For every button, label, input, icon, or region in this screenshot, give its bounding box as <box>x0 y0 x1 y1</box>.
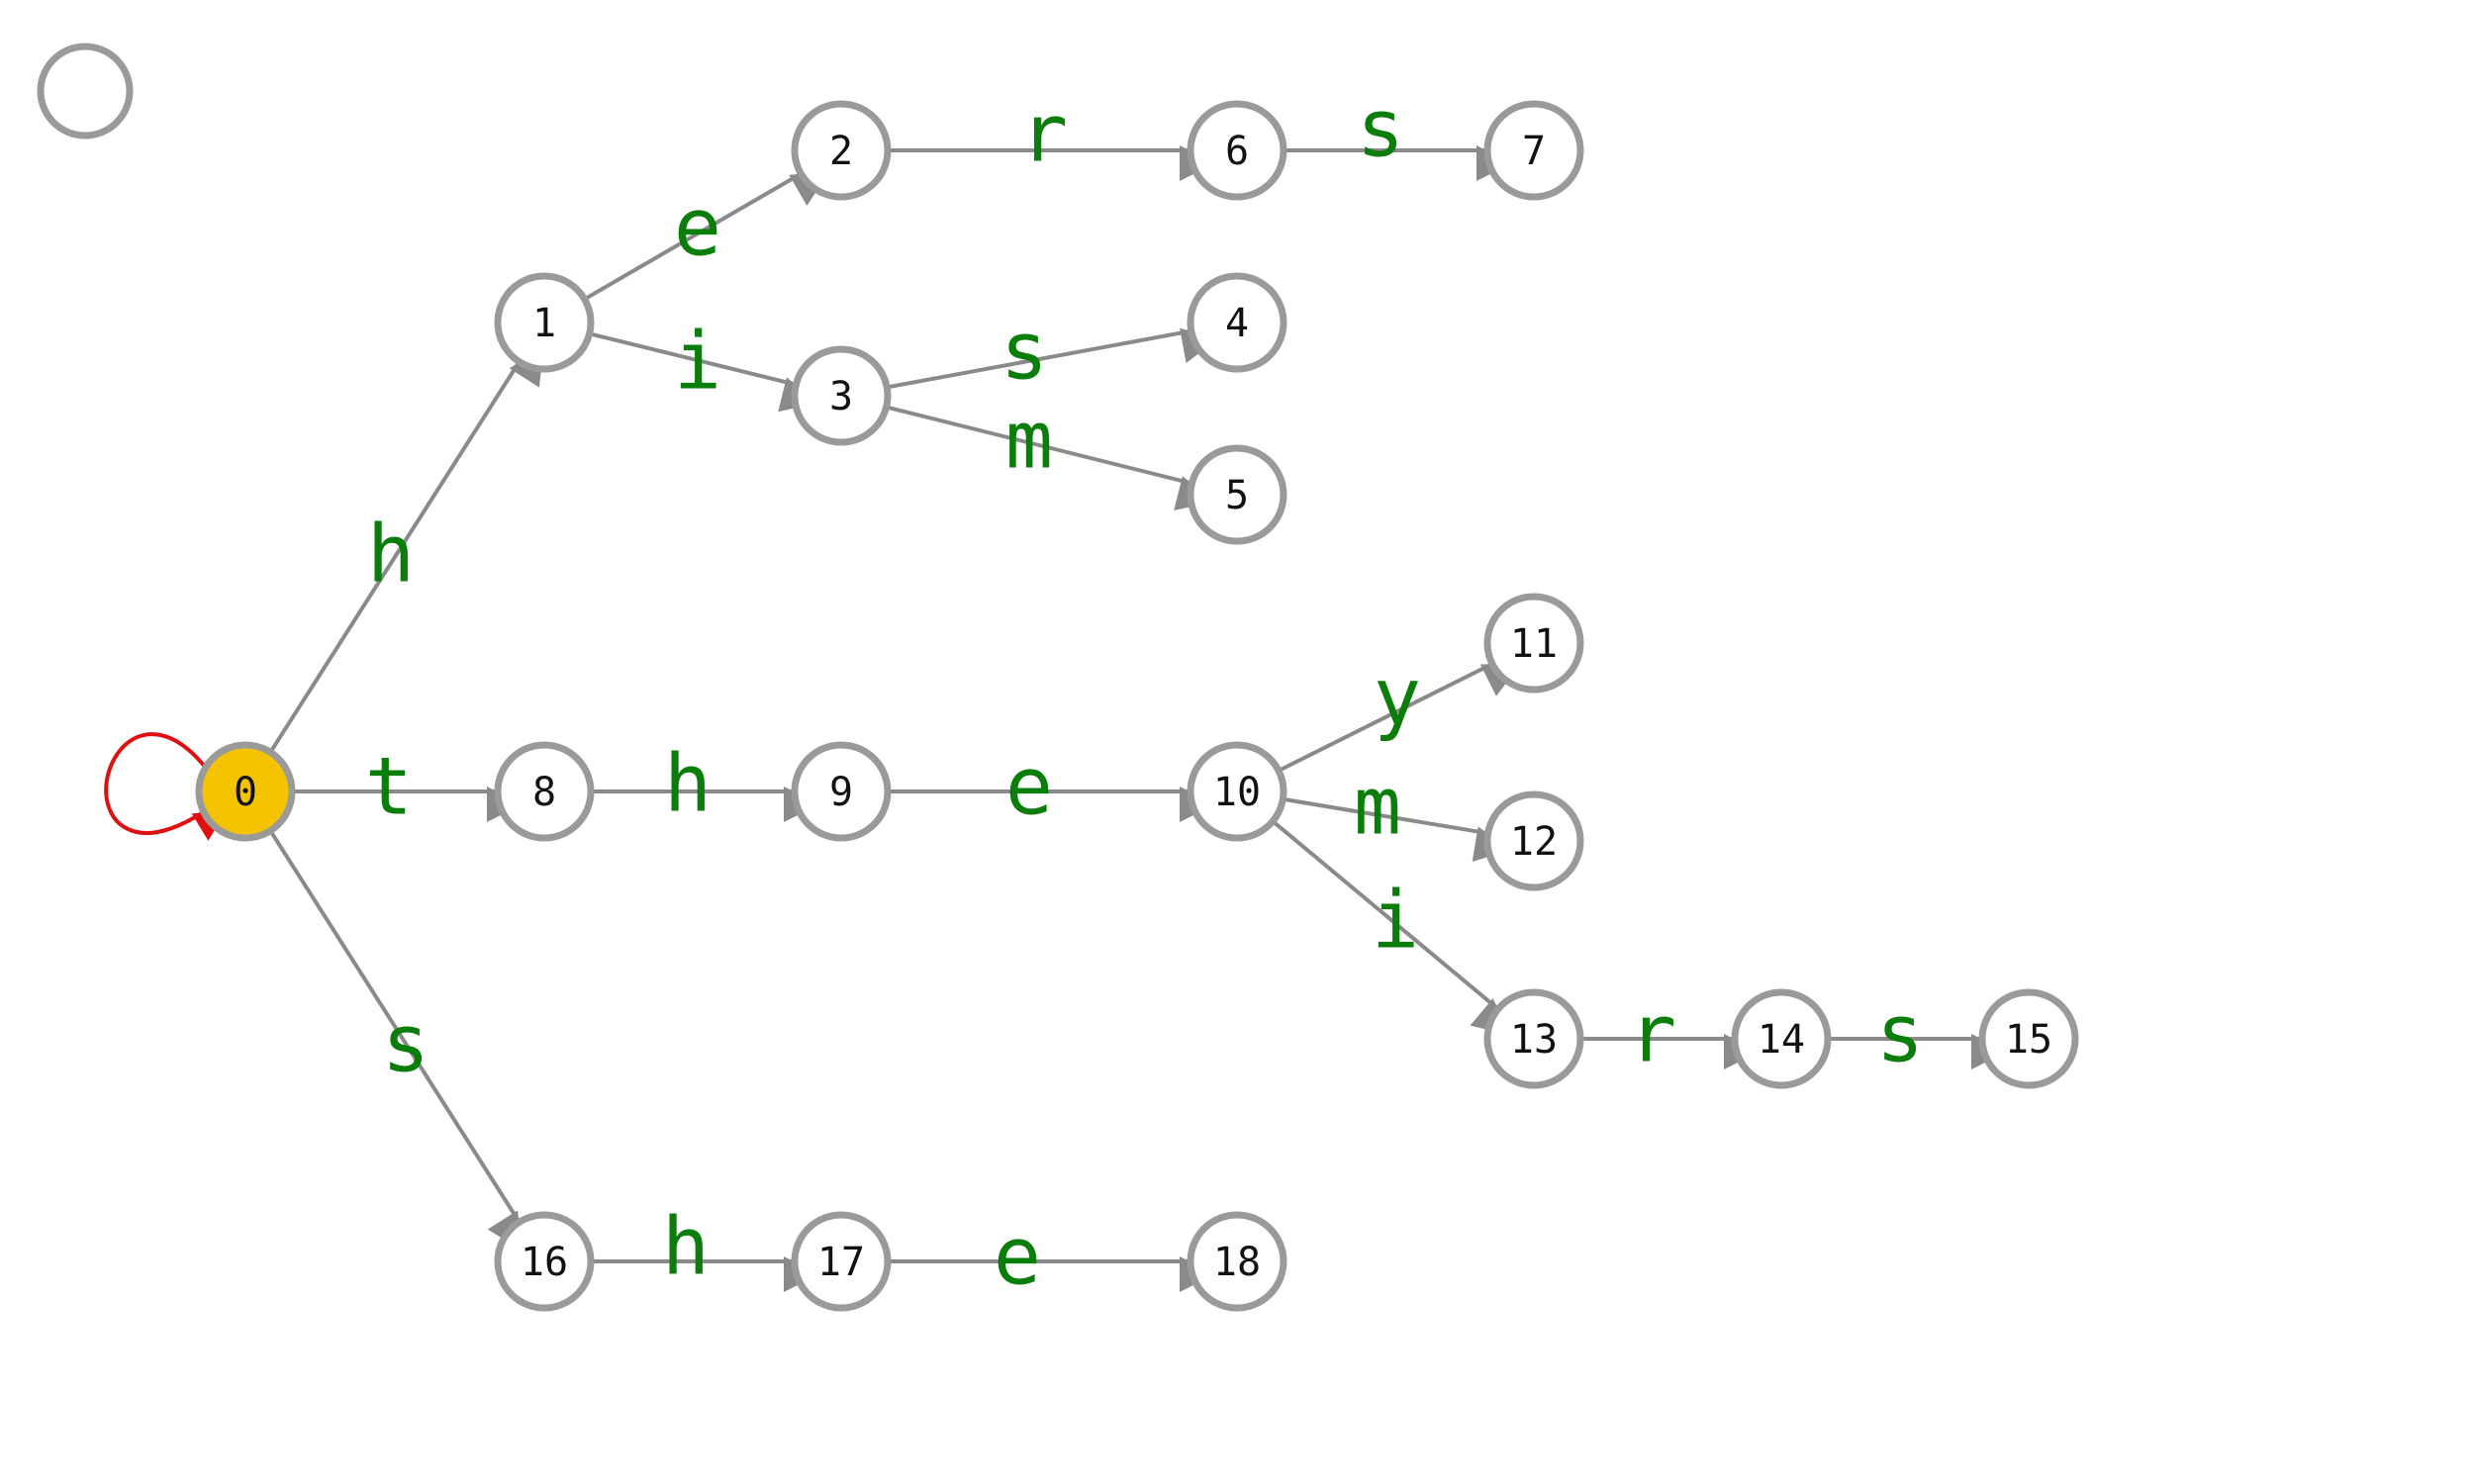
node-label-14: 14 <box>1758 1017 1805 1063</box>
self-loop-layer <box>104 732 228 841</box>
edge-label-8-9: h <box>664 738 712 830</box>
edge-1-3 <box>589 331 817 413</box>
edge-label-0-8: t <box>365 741 413 833</box>
node-circle-16 <box>494 1211 595 1312</box>
node-circle-14 <box>1731 988 1832 1089</box>
node-label-6: 6 <box>1225 129 1249 174</box>
node-circle-7 <box>1483 100 1584 201</box>
edge-label-17-18: e <box>994 1211 1041 1303</box>
node-circle-18 <box>1187 1211 1287 1312</box>
edge-label-3-5: m <box>1005 395 1053 487</box>
node-label-11: 11 <box>1510 621 1558 667</box>
edge-3-4 <box>886 327 1218 390</box>
node-15: 15 <box>1978 988 2079 1089</box>
node-label-2: 2 <box>829 129 853 174</box>
node-6: 6 <box>1187 100 1287 201</box>
node-14: 14 <box>1731 988 1832 1089</box>
edge-label-3-4: s <box>1000 306 1048 398</box>
node-circle-9 <box>791 741 892 842</box>
node-circle-0 <box>195 741 296 842</box>
node-circle-8 <box>494 741 595 842</box>
edge-label-1-3: i <box>674 316 721 408</box>
node-label-8: 8 <box>532 770 556 815</box>
node-circle-3 <box>791 345 892 446</box>
edge-label-13-14: r <box>1629 988 1676 1080</box>
node-label-16: 16 <box>521 1240 568 1285</box>
node-label-17: 17 <box>817 1240 865 1285</box>
node-2: 2 <box>791 100 892 201</box>
edges-layer <box>268 145 2007 1292</box>
node-circle-11 <box>1483 593 1584 694</box>
edge-label-14-15: s <box>1876 988 1924 1080</box>
node-5: 5 <box>1187 444 1287 545</box>
node-1: 1 <box>494 272 595 373</box>
edge-label-1-2: e <box>674 182 721 274</box>
node-10: 10 <box>1187 741 1287 842</box>
edge-label-16-17: h <box>662 1201 710 1293</box>
node-circle-5 <box>1187 444 1287 545</box>
node-3: 3 <box>791 345 892 446</box>
node-4: 4 <box>1187 272 1287 373</box>
edge-1-2 <box>583 172 829 302</box>
node-circle-12 <box>1483 790 1584 891</box>
node-circle-13 <box>1483 988 1584 1089</box>
node-8: 8 <box>494 741 595 842</box>
node-circle-15 <box>1978 988 2079 1089</box>
edge-0-16 <box>268 829 523 1251</box>
node-13: 13 <box>1483 988 1584 1089</box>
edge-label-10-13: i <box>1372 875 1419 967</box>
node-0: 0 <box>195 741 296 842</box>
edge-label-9-10: e <box>1005 741 1053 833</box>
node-circle-4 <box>1187 272 1287 373</box>
node-16: 16 <box>494 1211 595 1312</box>
edge-3-5 <box>886 405 1213 511</box>
node-circle-10 <box>1187 741 1287 842</box>
node-circle-17 <box>791 1211 892 1312</box>
edge-label-2-6: r <box>1020 88 1068 180</box>
edge-10-13 <box>1271 819 1509 1035</box>
node-label-4: 4 <box>1225 301 1249 346</box>
node-circle-2 <box>791 100 892 201</box>
edge-label-6-7: s <box>1357 83 1404 175</box>
node-label-13: 13 <box>1510 1017 1558 1063</box>
node-label-7: 7 <box>1522 129 1546 174</box>
node-label-12: 12 <box>1510 819 1558 865</box>
node-label-10: 10 <box>1213 770 1261 815</box>
node-7: 7 <box>1483 100 1584 201</box>
node-circle-1 <box>494 272 595 373</box>
node-11: 11 <box>1483 593 1584 694</box>
node-17: 17 <box>791 1211 892 1312</box>
edge-10-11 <box>1278 663 1521 773</box>
node-label-9: 9 <box>829 770 853 815</box>
edge-label-10-11: y <box>1374 652 1421 744</box>
node-9: 9 <box>791 741 892 842</box>
node-18: 18 <box>1187 1211 1287 1312</box>
legend-empty-state-circle <box>37 43 134 139</box>
node-circle-6 <box>1187 100 1287 201</box>
edge-label-0-1: h <box>367 509 415 601</box>
node-label-1: 1 <box>532 301 556 346</box>
self-loop-edge-0 <box>104 732 228 841</box>
node-label-0: 0 <box>234 770 257 815</box>
node-12: 12 <box>1483 790 1584 891</box>
edge-10-12 <box>1283 796 1511 863</box>
node-label-18: 18 <box>1213 1240 1261 1285</box>
node-label-15: 15 <box>2005 1017 2052 1063</box>
node-label-3: 3 <box>829 374 853 419</box>
edge-label-10-12: m <box>1354 761 1401 853</box>
edge-label-0-16: s <box>382 998 429 1090</box>
edge-0-1 <box>268 347 544 754</box>
node-label-5: 5 <box>1225 473 1249 518</box>
